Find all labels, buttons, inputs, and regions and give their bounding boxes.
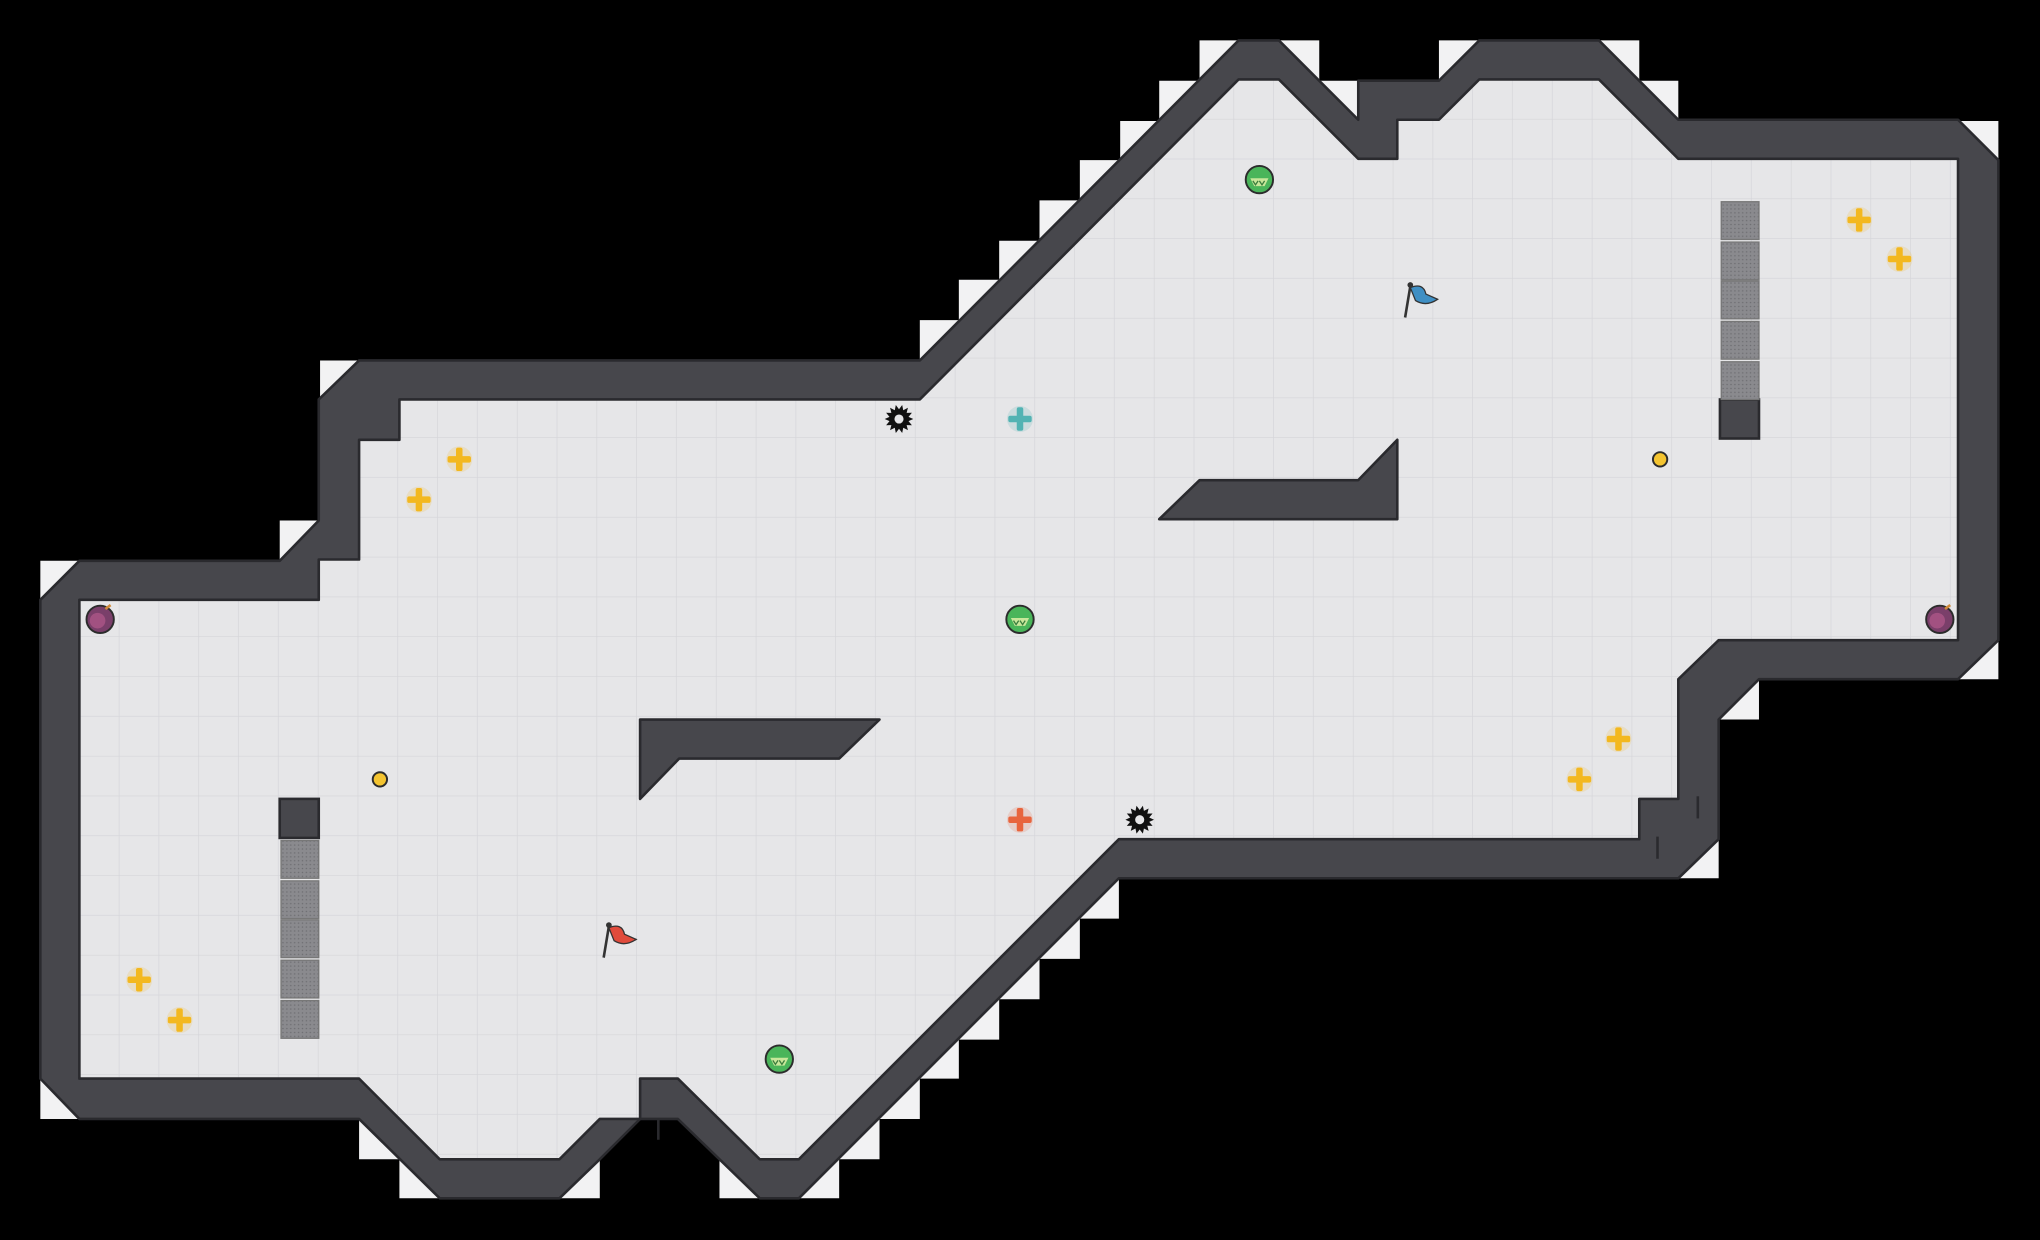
gate-left: [280, 839, 320, 1039]
inner-wall-right: [1157, 438, 1399, 521]
boost-icon: [1244, 164, 1275, 195]
boost-icon: [764, 1044, 794, 1074]
wall-block: [1718, 398, 1761, 440]
button-icon: [1651, 451, 1669, 468]
red-spawn-icon: [1006, 806, 1034, 833]
spike-icon: [884, 405, 914, 433]
bomb-icon: [1925, 603, 1955, 634]
powerup-icon: [1566, 766, 1593, 793]
powerup-icon: [405, 486, 432, 513]
powerup-icon: [1605, 726, 1632, 753]
bomb-icon: [85, 603, 115, 634]
boost-icon: [1005, 604, 1035, 634]
powerup-icon: [446, 446, 473, 473]
inner-wall-left: [638, 718, 881, 801]
wall-block: [278, 797, 321, 840]
powerup-icon: [126, 966, 153, 993]
blue-spawn-icon: [1006, 405, 1034, 433]
button-icon: [371, 771, 389, 788]
powerup-icon: [166, 1007, 193, 1034]
gate-right: [1720, 201, 1760, 401]
powerup-icon: [1846, 206, 1873, 233]
map-objects: [85, 164, 1955, 1074]
spike-icon: [1125, 805, 1155, 834]
red-flag-icon: [602, 922, 638, 958]
blue-flag-icon: [1403, 282, 1439, 318]
powerup-icon: [1886, 245, 1913, 272]
wall-notches: [657, 796, 1700, 1140]
